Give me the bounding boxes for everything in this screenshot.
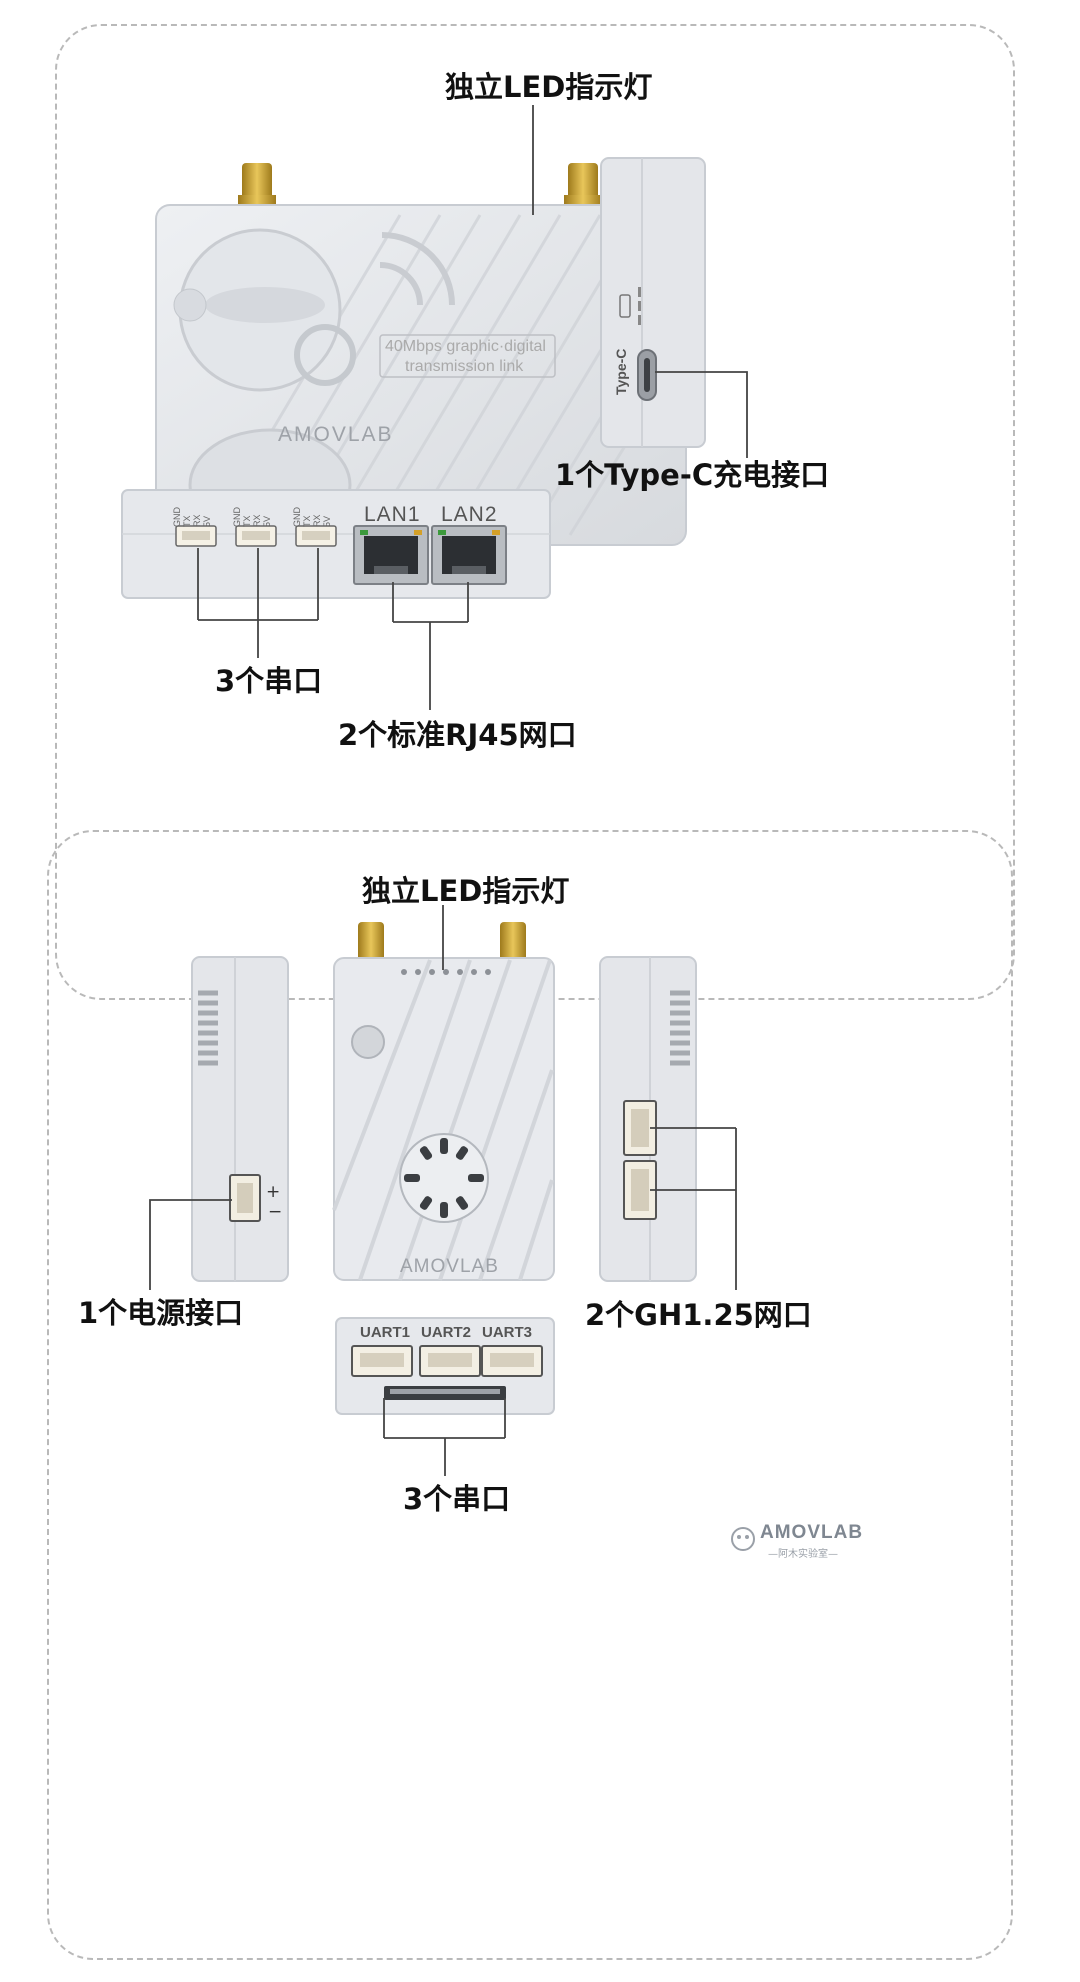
gh125-ports-callout: 2个GH1.25网口 [585,1292,812,1334]
serial-ports-callout-bottom: 3个串口 [403,1476,510,1518]
power-port-callout: 1个电源接口 [78,1290,243,1332]
led-indicator-callout-bottom: 独立LED指示灯 [362,868,569,910]
watermark: AMOVLAB —阿木实验室— [728,1518,858,1562]
watermark-tagline: —阿木实验室— [768,1545,838,1560]
watermark-brand: AMOVLAB [760,1522,863,1544]
watermark-logo-icon [728,1524,758,1554]
